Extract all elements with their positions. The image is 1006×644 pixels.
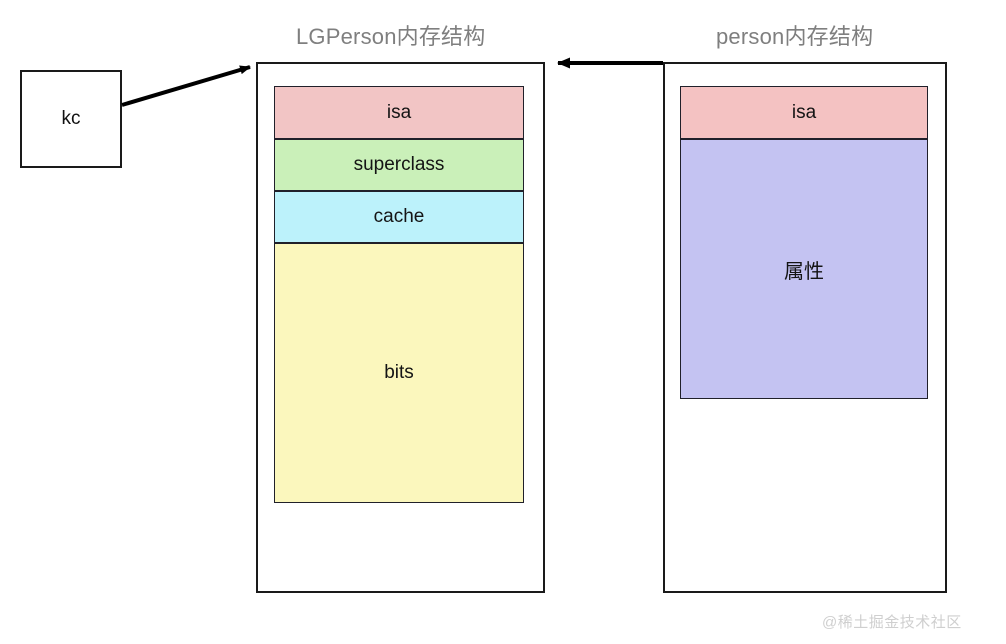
class-segment-superclass-label: superclass bbox=[353, 154, 445, 175]
object-segment-properties-label: 属性 bbox=[784, 260, 824, 283]
class-segment-bits[interactable]: bits bbox=[274, 243, 524, 503]
class-segment-superclass[interactable]: superclass bbox=[274, 139, 524, 191]
class-segment-isa[interactable]: isa bbox=[274, 86, 524, 139]
kc-box-label: kc bbox=[61, 108, 81, 129]
class-segment-cache-label: cache bbox=[373, 206, 425, 227]
watermark: @稀土掘金技术社区 bbox=[822, 614, 962, 631]
class-segment-isa-label: isa bbox=[386, 101, 412, 123]
class-segment-bits-label: bits bbox=[384, 362, 414, 383]
left-structure-title: LGPerson内存结构 bbox=[296, 24, 486, 49]
class-segment-cache[interactable]: cache bbox=[274, 191, 524, 243]
object-segment-isa[interactable]: isa bbox=[680, 86, 928, 139]
object-segment-isa-label: isa bbox=[791, 101, 817, 123]
right-structure-title: person内存结构 bbox=[716, 24, 874, 49]
kc-box[interactable]: kc bbox=[20, 70, 122, 168]
object-segment-properties[interactable]: 属性 bbox=[680, 139, 928, 399]
